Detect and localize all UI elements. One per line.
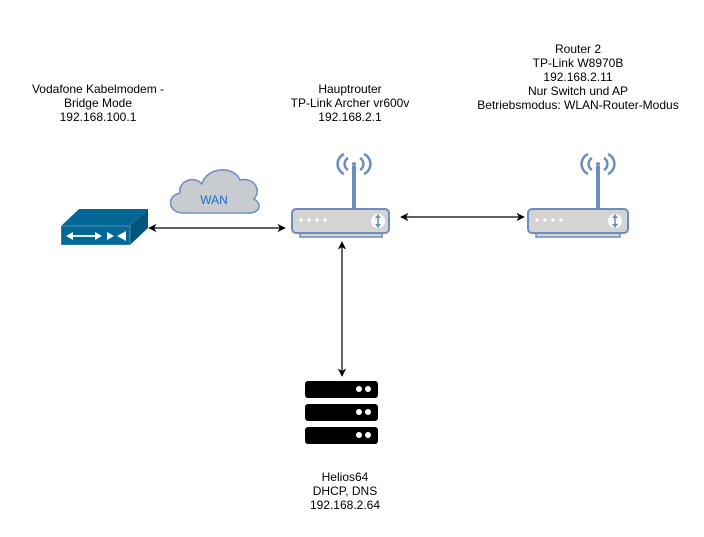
modem-label: Vodafone Kabelmodem - Bridge Mode 192.16… (18, 82, 178, 124)
wifi-antenna-icon (580, 152, 616, 210)
port-arrows-icon (608, 214, 622, 228)
server-name: Helios64 (321, 470, 369, 484)
main-router-icon[interactable] (291, 152, 390, 238)
cloud-icon (169, 169, 260, 214)
modem-ip: 192.168.100.1 (59, 110, 137, 124)
router-2-icon[interactable] (527, 152, 629, 238)
wifi-antenna-icon (336, 152, 372, 210)
main-router-ip: 192.168.2.1 (318, 110, 382, 124)
router-2-name: Router 2 (554, 42, 602, 56)
server-services: DHCP, DNS (312, 484, 378, 498)
server-ip: 192.168.2.64 (309, 498, 381, 512)
router-2-model: TP-Link W8970B (532, 56, 624, 70)
modem-name: Vodafone Kabelmodem - (31, 82, 165, 96)
router-2-ip: 192.168.2.11 (543, 70, 613, 84)
server-rack-icon[interactable] (305, 381, 378, 444)
router-2-role: Nur Switch und AP (527, 84, 629, 98)
cable-modem-icon[interactable] (60, 209, 148, 246)
main-router-label: Hauptrouter TP-Link Archer vr600v 192.16… (265, 82, 435, 124)
port-arrows-icon (371, 214, 385, 228)
main-router-name: Hauptrouter (318, 82, 382, 96)
wan-label: WAN (200, 193, 228, 207)
router-2-mode: Betriebsmodus: WLAN-Router-Modus (477, 98, 679, 112)
main-router-model: TP-Link Archer vr600v (290, 96, 410, 110)
server-label: Helios64 DHCP, DNS 192.168.2.64 (285, 470, 405, 512)
wan-cloud[interactable]: WAN (169, 169, 260, 214)
router-2-label: Router 2 TP-Link W8970B 192.168.2.11 Nur… (468, 42, 688, 112)
modem-mode: Bridge Mode (63, 96, 133, 110)
